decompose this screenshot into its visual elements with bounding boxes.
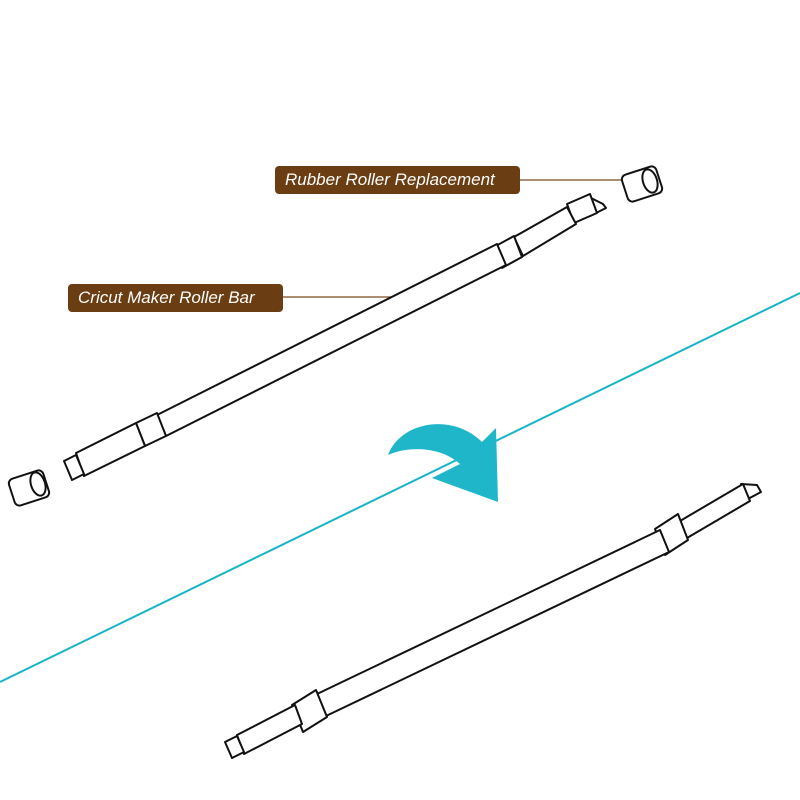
- rubber-rollers: [7, 165, 664, 507]
- curved-arrow-icon: [388, 424, 498, 502]
- rubber-roller-right-bore: [641, 168, 659, 194]
- roller-bar-lower: [224, 483, 762, 759]
- roller-bar-lower-tip-left: [224, 735, 245, 759]
- rubber-roller-right: [620, 165, 664, 203]
- roller-bar-callout: Cricut Maker Roller Bar: [68, 284, 283, 312]
- roller-bar-lower-shaft-left: [236, 704, 303, 755]
- roller-bar-upper-collar-left: [75, 422, 146, 477]
- rubber-roller-left: [7, 469, 51, 507]
- roller-bar-lower-shaft-right: [679, 483, 751, 539]
- rubber-roller-callout: Rubber Roller Replacement: [275, 166, 520, 194]
- roller-bar-lower-main-tube: [316, 529, 670, 717]
- roller-bar-upper-collar-right: [513, 206, 577, 257]
- roller-bar-upper: [63, 193, 607, 481]
- divider-line: [0, 292, 800, 683]
- roller-bar-upper-main-tube: [156, 243, 507, 437]
- roller-bar-upper-tip-left: [63, 454, 85, 481]
- rubber-roller-left-bore: [29, 471, 47, 497]
